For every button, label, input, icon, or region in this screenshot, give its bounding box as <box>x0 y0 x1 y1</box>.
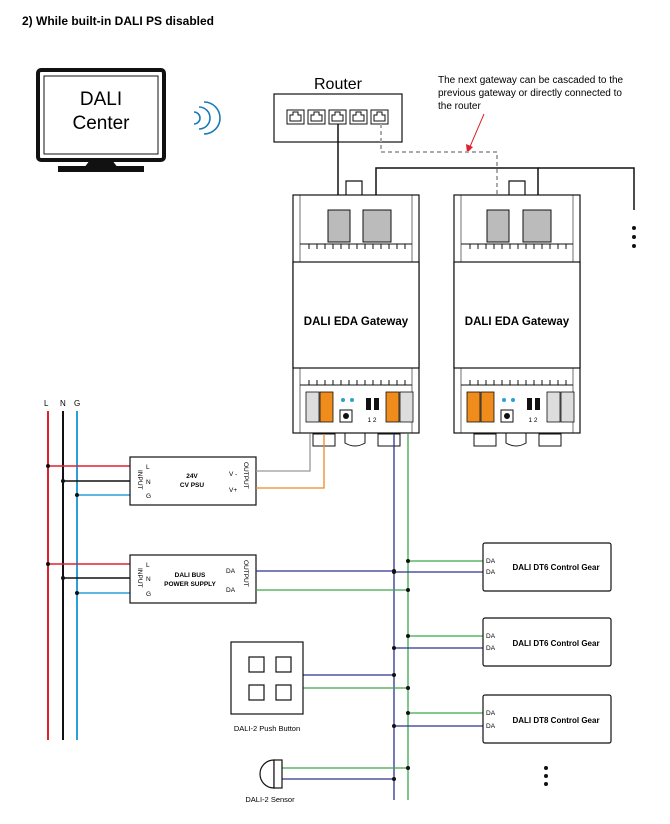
gateway-1-switch-label: 1 2 <box>367 417 376 424</box>
psu-vplus-wire <box>256 434 325 489</box>
dali-center-monitor: DALI Center <box>36 68 166 172</box>
psu-g-label: G <box>146 493 151 500</box>
router-label: Router <box>314 76 363 93</box>
bus-ps-g-label: G <box>146 591 151 598</box>
psu-vminus-label: V - <box>229 471 237 478</box>
mains-bus: L N G <box>44 399 80 740</box>
cascade-note: The next gateway can be cascaded to the … <box>438 75 624 153</box>
push-button-label: DALI-2 Push Button <box>234 724 300 733</box>
cv-psu: INPUT L N G 24V CV PSU V - V+ OUTPUT <box>129 456 257 506</box>
control-gear-3-da2: DA <box>486 723 496 730</box>
mains-n-label: N <box>60 399 66 408</box>
cascade-note-line-1: The next gateway can be cascaded to the <box>438 75 624 86</box>
psu-title-2: CV PSU <box>180 482 205 489</box>
bus-ps-title-1: DALI BUS <box>175 572 206 579</box>
psu-mains-wires <box>48 465 130 496</box>
control-gear-1-da2: DA <box>486 569 496 576</box>
control-gear-1: DA DA DALI DT6 Control Gear <box>482 542 612 592</box>
cascade-note-arrow <box>468 113 485 150</box>
mains-g-label: G <box>74 399 80 408</box>
psu-title-1: 24V <box>186 473 198 480</box>
mains-l-label: L <box>44 399 49 408</box>
bus-ps-da2-label: DA <box>226 587 236 594</box>
bus-ps-mains-wires <box>48 563 130 594</box>
psu-l-label: L <box>146 464 150 471</box>
control-gear-2: DA DA DALI DT6 Control Gear <box>482 617 612 667</box>
control-gear-3-da1: DA <box>486 710 496 717</box>
page-heading: 2) While built-in DALI PS disabled <box>22 14 214 28</box>
bus-ps-title-2: POWER SUPPLY <box>164 581 216 588</box>
sensor-label: DALI-2 Sensor <box>245 795 295 804</box>
gateway-1: DALI EDA Gateway 1 2 <box>292 180 420 447</box>
gateway-2-label: DALI EDA Gateway <box>465 316 570 328</box>
psu-n-label: N <box>146 479 151 486</box>
psu-vminus-wire <box>256 434 311 472</box>
dali-2-sensor: DALI-2 Sensor <box>245 759 295 804</box>
control-gear-2-da2: DA <box>486 645 496 652</box>
bus-ps-output-label: OUTPUT <box>242 560 249 587</box>
gateway-2: DALI EDA Gateway 1 2 <box>453 180 581 447</box>
gateway-2-switch-label: 1 2 <box>528 417 537 424</box>
psu-output-label: OUTPUT <box>242 462 249 489</box>
dali-center-label-1: DALI <box>80 89 122 110</box>
bus-ps-l-label: L <box>146 562 150 569</box>
control-gear-1-label: DALI DT6 Control Gear <box>512 563 599 572</box>
bus-ps-da1-label: DA <box>226 568 236 575</box>
control-gear-2-label: DALI DT6 Control Gear <box>512 639 599 648</box>
control-gear-3: DA DA DALI DT8 Control Gear <box>482 694 612 744</box>
dali-bus-lines <box>256 434 483 800</box>
wireless-signal-icon <box>193 101 221 135</box>
control-gear-3-label: DALI DT8 Control Gear <box>512 716 599 725</box>
cascade-note-line-3: the router <box>438 101 481 112</box>
bus-junction-dots <box>392 559 410 781</box>
router-ports <box>286 109 389 125</box>
continuation-dots-top <box>632 226 636 248</box>
cascade-note-line-2: previous gateway or directly connected t… <box>438 88 622 99</box>
gateway-1-label: DALI EDA Gateway <box>304 316 409 328</box>
psu-input-label: INPUT <box>136 470 143 490</box>
bus-ps-n-label: N <box>146 576 151 583</box>
control-gear-2-da1: DA <box>486 633 496 640</box>
dali-bus-power-supply: INPUT L N G DALI BUS POWER SUPPLY DA DA … <box>129 554 257 604</box>
psu-vplus-label: V+ <box>229 487 237 494</box>
dali-2-push-button: DALI-2 Push Button <box>230 641 304 733</box>
continuation-dots-bottom <box>544 766 548 786</box>
bus-ps-input-label: INPUT <box>136 568 143 588</box>
control-gear-1-da1: DA <box>486 558 496 565</box>
dali-center-label-2: Center <box>72 113 130 134</box>
